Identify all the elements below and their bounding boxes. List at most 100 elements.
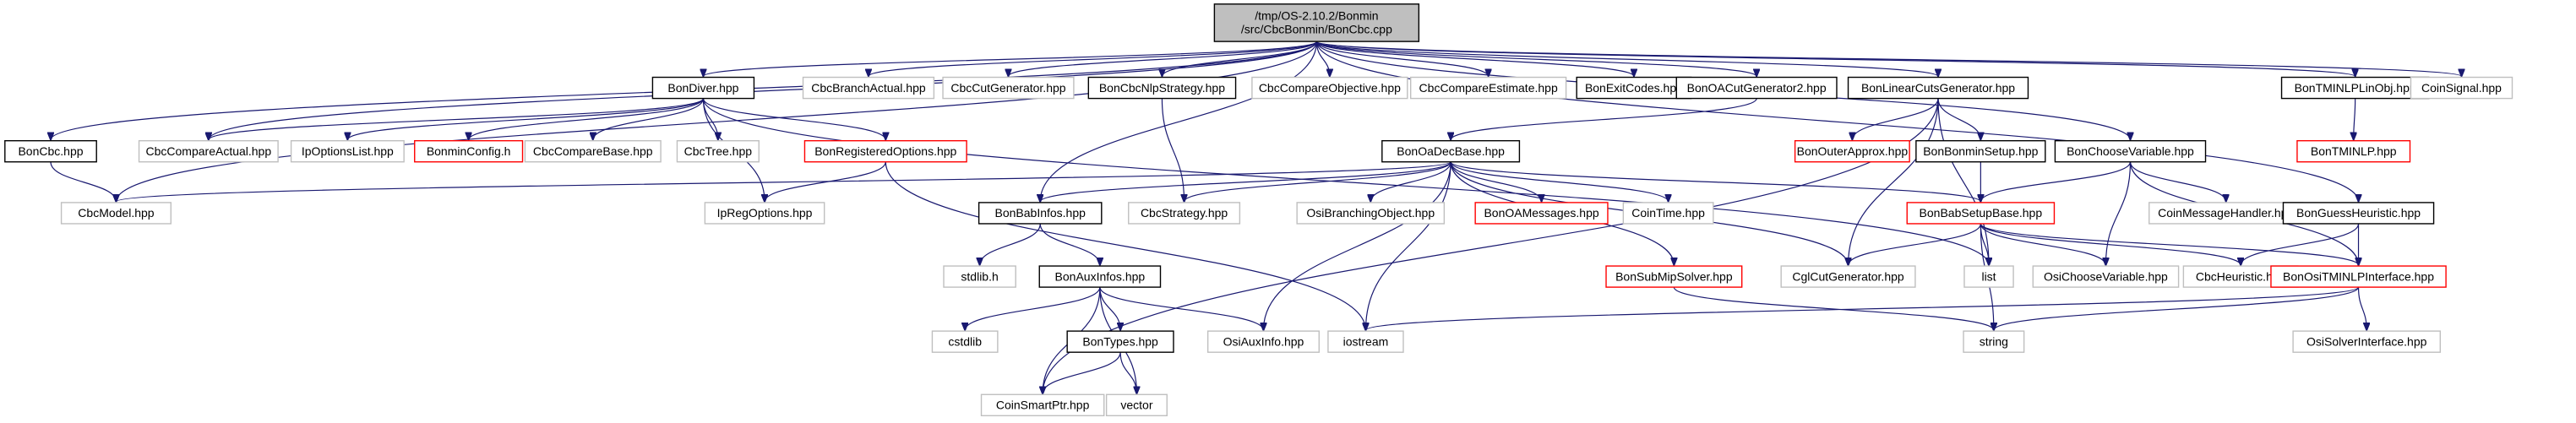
node-string[interactable]: string (1963, 330, 2025, 353)
node-label: CbcHeuristic.hpp (2196, 269, 2286, 283)
edge-BonOaDecBase-to-CbcModel (116, 161, 1451, 202)
node-OsiAuxInfo[interactable]: OsiAuxInfo.hpp (1206, 330, 1320, 353)
node-CbcCompareActual[interactable]: CbcCompareActual.hpp (138, 139, 279, 163)
edge-BonAuxInfos-to-cstdlib (965, 286, 1101, 330)
node-box (1622, 202, 1714, 225)
node-CglCutGenerator[interactable]: CglCutGenerator.hpp (1780, 265, 1916, 288)
node-BonRegisteredOptions[interactable]: BonRegisteredOptions.hpp (803, 139, 967, 163)
node-box (2410, 76, 2513, 100)
edge-BonBabInfos-to-BonAuxInfos (1039, 223, 1100, 265)
node-BonCbcNlpStrategy[interactable]: BonCbcNlpStrategy.hpp (1087, 76, 1237, 100)
node-label: CbcCompareObjective.hpp (1259, 81, 1401, 95)
node-CoinMessageHandler[interactable]: CoinMessageHandler.hpp (2148, 202, 2304, 225)
edge-BonAuxInfos-to-OsiAuxInfo (1099, 286, 1264, 330)
node-IpRegOptions[interactable]: IpRegOptions.hpp (704, 202, 825, 225)
node-label: CoinMessageHandler.hpp (2158, 206, 2294, 220)
node-BonSubMipSolver[interactable]: BonSubMipSolver.hpp (1605, 265, 1743, 288)
edge-BonBabSetupBase-to-CglCutGenerator (1849, 223, 1981, 265)
node-BonTypes[interactable]: BonTypes.hpp (1066, 330, 1174, 353)
node-BonChooseVariable[interactable]: BonChooseVariable.hpp (2054, 139, 2207, 163)
node-BonOuterApprox[interactable]: BonOuterApprox.hpp (1794, 139, 1910, 163)
node-CbcCutGenerator[interactable]: CbcCutGenerator.hpp (942, 76, 1075, 100)
node-CbcStrategy[interactable]: CbcStrategy.hpp (1128, 202, 1241, 225)
edge-root-to-BonDiver (703, 41, 1317, 76)
node-box (978, 202, 1103, 225)
node-BonDiver[interactable]: BonDiver.hpp (651, 76, 755, 100)
node-box (138, 139, 279, 163)
node-box (2148, 202, 2304, 225)
node-CbcCompareBase[interactable]: CbcCompareBase.hpp (524, 139, 662, 163)
node-BonCbc[interactable]: BonCbc.hpp (4, 139, 97, 163)
node-label: BonBabInfos.hpp (995, 206, 1086, 220)
node-BonOaDecBase[interactable]: BonOaDecBase.hpp (1381, 139, 1521, 163)
edge-root-to-CbcCompareEstimate (1315, 41, 1488, 76)
node-label: BonLinearCutsGenerator.hpp (1861, 81, 2015, 95)
node-label: BonOuterApprox.hpp (1797, 144, 1909, 158)
edge-BonCbcNlpStrategy-to-CbcStrategy (1161, 98, 1184, 202)
node-BonBabSetupBase[interactable]: BonBabSetupBase.hpp (1906, 202, 2056, 225)
node-box (943, 265, 1016, 288)
node-CbcCompareEstimate[interactable]: CbcCompareEstimate.hpp (1409, 76, 1567, 100)
node-box (1105, 393, 1168, 417)
node-BonGuessHeuristic[interactable]: BonGuessHeuristic.hpp (2282, 202, 2435, 225)
node-label: BonTypes.hpp (1082, 334, 1158, 348)
edge-BonOaDecBase-to-OsiBranchingObject (1370, 161, 1451, 202)
node-box (1066, 330, 1174, 353)
node-root[interactable]: /tmp/OS-2.10.2/Bonmin/src/CbcBonmin/BonC… (1213, 3, 1420, 42)
edge-BonTMINLPLinObj-to-BonTMINLP (2354, 98, 2355, 140)
node-label: CbcTree.hpp (684, 144, 753, 158)
node-CbcCompareObjective[interactable]: CbcCompareObjective.hpp (1251, 76, 1408, 100)
node-label: /tmp/OS-2.10.2/Bonmin (1255, 9, 1378, 23)
node-BonOsiTMINLPInterface[interactable]: BonOsiTMINLPInterface.hpp (2270, 265, 2447, 288)
node-list[interactable]: list (1963, 265, 2014, 288)
node-box (1038, 265, 1162, 288)
node-label: BonDiver.hpp (667, 81, 738, 95)
node-CbcModel[interactable]: CbcModel.hpp (60, 202, 172, 225)
node-BonLinearCutsGenerator[interactable]: BonLinearCutsGenerator.hpp (1847, 76, 2029, 100)
node-stdlib[interactable]: stdlib.h (943, 265, 1016, 288)
node-CoinTime[interactable]: CoinTime.hpp (1622, 202, 1714, 225)
node-vector[interactable]: vector (1105, 393, 1168, 417)
node-OsiChooseVariable[interactable]: OsiChooseVariable.hpp (2032, 265, 2180, 288)
node-label: CbcCompareActual.hpp (146, 144, 272, 158)
node-cstdlib[interactable]: cstdlib (931, 330, 999, 353)
node-label: BonExitCodes.hpp (1585, 81, 1683, 95)
node-IpOptionsList[interactable]: IpOptionsList.hpp (290, 139, 405, 163)
node-BonExitCodes[interactable]: BonExitCodes.hpp (1576, 76, 1692, 100)
node-box (1213, 3, 1420, 42)
node-CbcBranchActual[interactable]: CbcBranchActual.hpp (802, 76, 935, 100)
node-label: CglCutGenerator.hpp (1792, 269, 1904, 283)
node-label: CbcCompareEstimate.hpp (1419, 81, 1558, 95)
edge-root-to-CbcModel (116, 41, 1317, 202)
edge-BonTypes-to-vector (1119, 352, 1136, 393)
node-label: IpRegOptions.hpp (717, 206, 813, 220)
node-box (1251, 76, 1408, 100)
node-box (1780, 265, 1916, 288)
edge-root-to-BonGuessHeuristic (1315, 41, 2358, 202)
node-BonOACutGenerator2[interactable]: BonOACutGenerator2.hpp (1675, 76, 1838, 100)
edge-root-to-BonExitCodes (1315, 41, 1634, 76)
node-BonminConfig[interactable]: BonminConfig.h (414, 139, 524, 163)
node-BonOAMessages[interactable]: BonOAMessages.hpp (1474, 202, 1609, 225)
node-box (704, 202, 825, 225)
edge-BonBabInfos-to-stdlib (980, 223, 1041, 265)
node-BonTMINLP[interactable]: BonTMINLP.hpp (2296, 139, 2411, 163)
node-BonBonminSetup[interactable]: BonBonminSetup.hpp (1915, 139, 2046, 163)
node-label: cstdlib (948, 334, 982, 348)
edge-BonRegisteredOptions-to-iostream (885, 161, 1365, 330)
node-label: BonOsiTMINLPInterface.hpp (2283, 269, 2434, 283)
node-label: OsiChooseVariable.hpp (2044, 269, 2168, 283)
node-box (942, 76, 1075, 100)
edge-root-to-BonBabInfos (1040, 41, 1317, 202)
node-BonBabInfos[interactable]: BonBabInfos.hpp (978, 202, 1103, 225)
node-iostream[interactable]: iostream (1327, 330, 1404, 353)
node-OsiSolverInterface[interactable]: OsiSolverInterface.hpp (2292, 330, 2442, 353)
node-CoinSignal[interactable]: CoinSignal.hpp (2410, 76, 2513, 100)
node-BonTMINLPLinObj[interactable]: BonTMINLPLinObj.hpp (2280, 76, 2430, 100)
node-CbcTree[interactable]: CbcTree.hpp (676, 139, 760, 163)
node-box (1087, 76, 1237, 100)
node-OsiBranchingObject[interactable]: OsiBranchingObject.hpp (1296, 202, 1446, 225)
node-CoinSmartPtr[interactable]: CoinSmartPtr.hpp (980, 393, 1105, 417)
node-label: BonOAMessages.hpp (1484, 206, 1598, 220)
node-BonAuxInfos[interactable]: BonAuxInfos.hpp (1038, 265, 1162, 288)
